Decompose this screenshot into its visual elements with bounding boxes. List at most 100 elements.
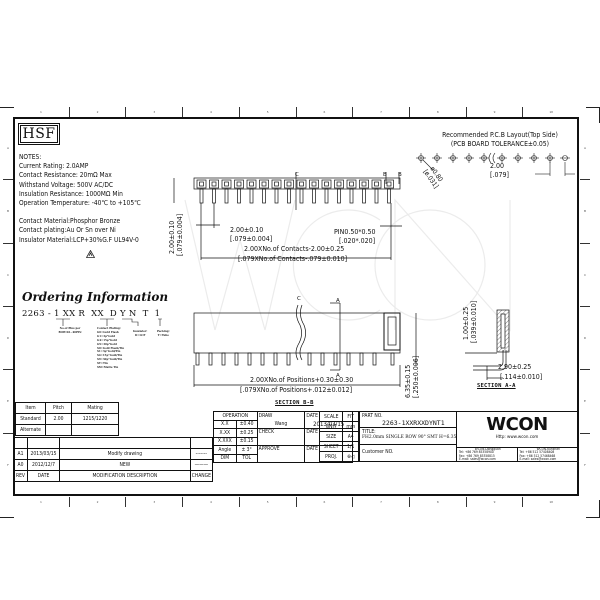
office-kunshan: WCON-Kunshan Tel: +86 512 57408408 Fax: … bbox=[518, 447, 578, 462]
zone-col-label: 3 bbox=[125, 107, 182, 117]
section-marker-a: A bbox=[336, 298, 340, 304]
hsf-badge-text: HSF bbox=[20, 125, 58, 143]
zone-row-label: E bbox=[3, 369, 13, 432]
zone-col-label: 2 bbox=[68, 497, 126, 507]
length-dimension-inch: [.079XNo.of Contacts-.079±0.010] bbox=[238, 255, 348, 263]
right-zone-ruler: A B C D E F bbox=[580, 117, 590, 496]
table-cell: 2.00 bbox=[45, 413, 72, 425]
size-label: SIZE bbox=[318, 431, 344, 442]
contact-height-dimension: 1.00±0.25 bbox=[462, 306, 470, 340]
front-view-drawing bbox=[173, 172, 402, 260]
unit-label: UNIT bbox=[318, 421, 344, 432]
table-header: CHANGE bbox=[189, 470, 214, 482]
tolerance-cell: ±0.15 bbox=[235, 436, 258, 446]
pitch-dimension-inch: [.079±0.004] bbox=[230, 235, 273, 243]
section-marker-c: C bbox=[295, 172, 299, 178]
material-line: Contact plating:Au Or Sn over Ni bbox=[19, 226, 116, 235]
office-fax: Fax: +86 512 57468468 bbox=[519, 453, 556, 458]
office-tel: Tel: +86 512 57408408 bbox=[519, 450, 555, 455]
part-no-label: PART NO. bbox=[362, 413, 383, 419]
check-label: CHECK bbox=[256, 428, 306, 446]
ordering-label-line: No.of Pins per bbox=[59, 327, 81, 330]
plating-option: S9=30μ"Gold/Tin bbox=[97, 358, 123, 362]
plating-option: G0=Gold Flash bbox=[97, 330, 119, 334]
table-cell: Standard bbox=[15, 413, 46, 425]
ordering-code-leaders bbox=[56, 318, 162, 326]
notes-block: NOTES: Current Rating: 2.0AMP Contact Re… bbox=[19, 153, 141, 245]
zone-col-label: 2 bbox=[68, 107, 126, 117]
projection-symbol-icon: ⊕◁ bbox=[342, 451, 359, 462]
section-marker-b: B bbox=[383, 172, 387, 178]
section-aa-drawing bbox=[465, 309, 510, 380]
pcb-layout-heading: Recommended P.C.B Layout(Top Side) bbox=[442, 131, 558, 139]
length-dimension: 2.00XNo.of Contacts-2.00±0.25 bbox=[244, 245, 345, 253]
projection-label: PROJ. bbox=[318, 451, 344, 462]
table-header: DATE bbox=[27, 470, 60, 482]
left-zone-ruler: A B C D E F bbox=[3, 117, 13, 496]
section-marker-c: C bbox=[297, 296, 301, 302]
tolerance-header: OPERATION bbox=[213, 411, 258, 421]
table-cell: 2013/03/15 bbox=[27, 448, 60, 460]
ordering-label-line: Insulator: bbox=[133, 330, 148, 333]
table-row: Standard 2.00 1215/1220 bbox=[15, 413, 119, 425]
scale-label: SCALE bbox=[318, 411, 344, 422]
ordering-positions-label: No.of Pins per ROW:02~40PIN bbox=[58, 327, 82, 335]
table-cell: Alternate bbox=[15, 424, 46, 436]
pcb-tolerance: (PCB BOARD TOLERANCE±0.05) bbox=[450, 139, 550, 148]
zone-col-label: 8 bbox=[408, 107, 466, 117]
title-block-divider bbox=[13, 437, 213, 438]
pin-size-dimension: PIN0.50*0.50 bbox=[334, 228, 376, 236]
ordering-insulator-label: Insulator: D=LCP bbox=[133, 330, 147, 338]
overall-height-dimension-inch: [.250±0.006] bbox=[412, 355, 420, 398]
tolerance-cell: X.X bbox=[213, 419, 237, 429]
section-marker-a: A bbox=[336, 373, 340, 379]
zone-col-label: 4 bbox=[182, 107, 239, 117]
tolerance-cell: ± 3° bbox=[235, 445, 258, 455]
plating-option: G4=15μ"Gold bbox=[97, 338, 117, 342]
ordering-label-line: T=Tube bbox=[157, 333, 169, 337]
company-url[interactable]: Http: www.wcon.com bbox=[495, 435, 539, 440]
office-fax: Fax: +86 769 85358815 bbox=[459, 453, 495, 458]
tail-length-dimension-inch: [.114±0.010] bbox=[500, 373, 543, 381]
zone-col-label: 5 bbox=[238, 107, 296, 117]
ordering-plating-list: Contact Plating: G0=Gold Flash G1=3μ"Gol… bbox=[97, 327, 124, 370]
notes-heading: NOTES: bbox=[19, 153, 42, 161]
table-cell: Modify drawing bbox=[59, 448, 191, 460]
office-email[interactable]: E-mail: sales@wcon.com bbox=[519, 457, 557, 462]
table-cell: ------- bbox=[189, 448, 214, 460]
table-row: Alternate bbox=[15, 424, 119, 436]
note-line: Withstand Voltage: 500V AC/DC bbox=[19, 180, 114, 189]
bottom-zone-ruler: 1 2 3 4 5 6 7 8 9 10 bbox=[13, 497, 579, 507]
drafter-name: Wang bbox=[256, 420, 306, 429]
zone-row-label: F bbox=[580, 432, 590, 496]
ordering-label-line: Contact Plating: bbox=[97, 327, 121, 330]
zone-col-label: 6 bbox=[295, 497, 353, 507]
height-dimension-inch: [.079±0.004] bbox=[176, 213, 184, 256]
zone-col-label: 10 bbox=[522, 497, 579, 507]
note-line: Insulation Resistance: 1000MΩ Min bbox=[19, 189, 123, 198]
zone-row-label: F bbox=[3, 432, 13, 496]
ordering-label-line: ROW:02~40PIN bbox=[58, 330, 82, 334]
plating-option: S4=15μ"Gold/Tin bbox=[97, 354, 123, 358]
plating-option: S0=Gold Flash/Tin bbox=[97, 346, 125, 350]
table-cell: A0 bbox=[13, 459, 28, 471]
office-email[interactable]: E-mail: sales@wcon.com bbox=[459, 457, 496, 462]
zone-col-label: 7 bbox=[352, 107, 409, 117]
part-number: 2263-1XXRXXDYNT1 bbox=[382, 419, 445, 427]
sheet-value: 1/1 bbox=[342, 441, 359, 452]
table-cell: ——— bbox=[189, 459, 214, 471]
note-line: Contact Resistance: 20mΩ Max bbox=[19, 171, 112, 180]
zone-col-label: 1 bbox=[39, 500, 42, 504]
section-marker-b: B bbox=[398, 172, 402, 178]
pcb-hole-pattern bbox=[416, 152, 575, 176]
approve-label: APPROVE bbox=[256, 445, 306, 463]
unit-value: mm bbox=[342, 421, 359, 432]
pcb-layout-title: Recommended P.C.B Layout(Top Side) (PCB … bbox=[410, 131, 590, 148]
zone-col-label: 8 bbox=[408, 497, 466, 507]
ordering-info-title: Ordering Information bbox=[22, 290, 169, 304]
table-header: Pitch bbox=[45, 402, 72, 414]
office-tel: Tel: +86 769 85358900 bbox=[459, 450, 494, 455]
ordering-label-line: D=LCP bbox=[135, 333, 146, 337]
zone-row-label: A bbox=[583, 146, 587, 151]
plating-option: SM=Matte Tin bbox=[97, 366, 119, 370]
